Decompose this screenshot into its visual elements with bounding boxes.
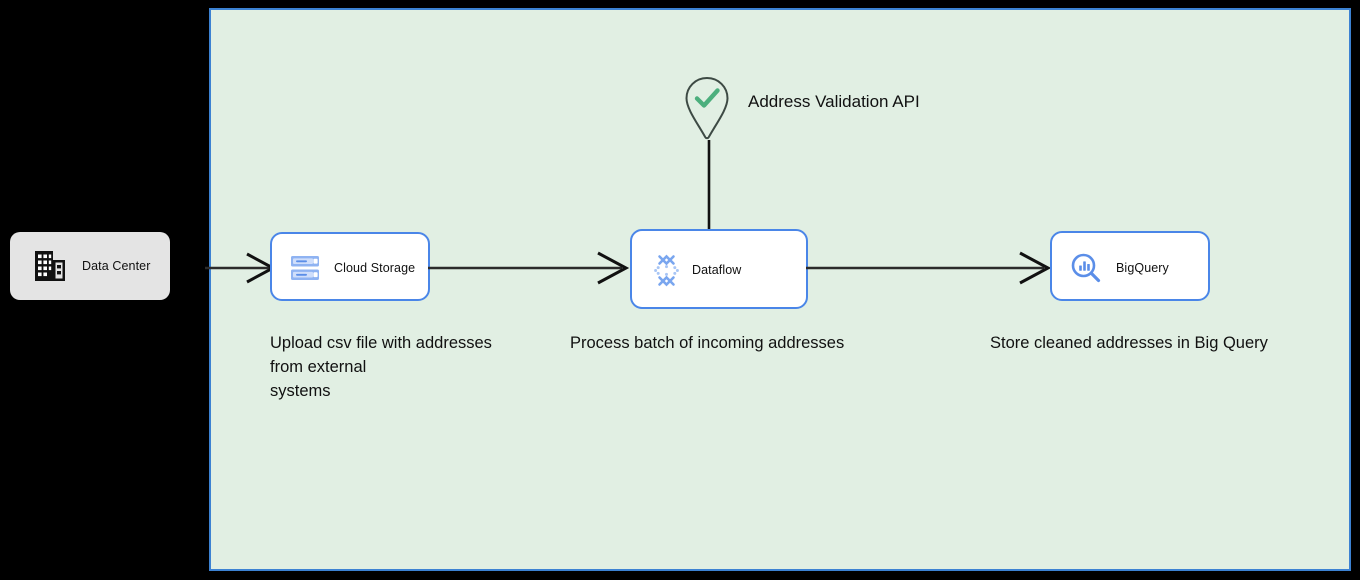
node-label-bigquery: BigQuery xyxy=(1116,261,1169,275)
node-label-cloud-storage: Cloud Storage xyxy=(334,261,416,275)
caption-bigquery: Store cleaned addresses in Big Query xyxy=(990,334,1268,352)
datacenter-label: Data Center xyxy=(82,259,151,273)
connector-cloud-storage-to-dataflow xyxy=(428,251,630,285)
datacenter-node[interactable]: Data Center xyxy=(10,232,170,300)
connector-api-to-dataflow xyxy=(707,140,711,232)
caption-dataflow: Process batch of incoming addresses xyxy=(570,334,845,352)
node-label-dataflow: Dataflow xyxy=(692,263,742,277)
connector-dataflow-to-bigquery xyxy=(806,251,1052,285)
node-cloud-storage[interactable]: Cloud Storage xyxy=(270,232,430,301)
building-icon xyxy=(35,251,65,281)
node-bigquery[interactable]: BigQuery xyxy=(1050,231,1210,301)
api-pin-label: Address Validation API xyxy=(748,92,920,111)
caption-cloud-storage: Upload csv file with addresses from exte… xyxy=(270,334,492,400)
dataflow-icon xyxy=(654,254,679,287)
bigquery-icon xyxy=(1071,253,1101,283)
node-dataflow[interactable]: Dataflow xyxy=(630,229,808,309)
map-pin-check-icon[interactable] xyxy=(684,76,730,140)
cloud-storage-icon xyxy=(291,256,319,280)
